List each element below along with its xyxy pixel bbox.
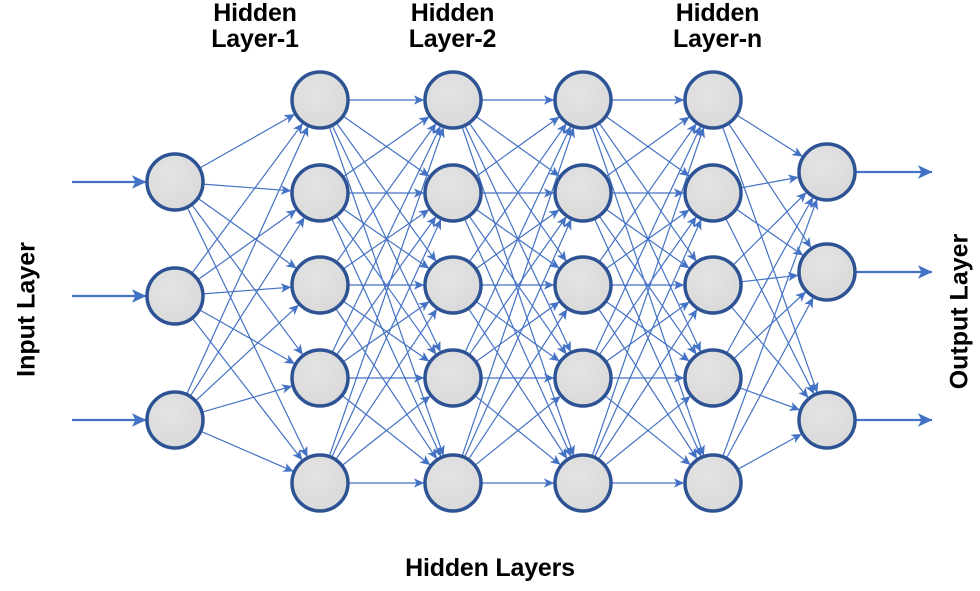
edge-hidden1-3-to-hidden2-1 <box>335 216 437 356</box>
neuron-hidden2-1 <box>423 70 483 130</box>
neuron-hidden1-4 <box>290 348 350 408</box>
edge-hiddenn-0-to-output-0 <box>736 114 803 158</box>
edge-hiddenn-3-to-output-0 <box>726 197 814 354</box>
edge-hiddenn-1-to-output-0 <box>740 174 799 189</box>
neuron-output-2 <box>797 242 857 302</box>
neuron-hidden3-5 <box>553 453 613 513</box>
neuron-output-1 <box>797 142 857 202</box>
edge-hiddenn-3-to-output-1 <box>733 291 807 360</box>
edge-hidden1-3-to-hidden2-0 <box>331 125 442 353</box>
neuron-hiddenn-1 <box>683 70 743 130</box>
neuron-hidden3-2 <box>553 163 613 223</box>
edge-hidden3-3-to-hiddenn-1 <box>598 216 697 356</box>
edge-hidden1-4-to-hidden2-3 <box>341 395 431 467</box>
edge-hidden1-4-to-hidden2-0 <box>328 127 445 457</box>
label-hidden-layer-n: Hidden Layer-n <box>673 0 762 53</box>
neuron-input-1 <box>145 152 205 212</box>
neuron-hiddenn-5 <box>683 453 743 513</box>
edge-hidden3-4-to-hiddenn-3 <box>604 395 691 466</box>
neuron-hidden1-3 <box>290 255 350 315</box>
neuron-hidden1-5 <box>290 453 350 513</box>
edge-input-1-to-hidden1-3 <box>199 309 296 365</box>
label-hidden-layer-2: Hidden Layer-2 <box>408 0 497 53</box>
label-hidden-layer-1: Hidden Layer-1 <box>211 0 299 53</box>
edge-hidden3-4-to-hiddenn-0 <box>591 127 705 457</box>
edge-hiddenn-0-to-output-1 <box>727 123 812 249</box>
edge-hidden1-1-to-hidden2-0 <box>342 116 430 178</box>
edge-hidden3-2-to-hiddenn-0 <box>598 123 697 263</box>
edge-hidden3-4-to-hiddenn-2 <box>597 308 698 460</box>
edge-hiddenn-4-to-output-2 <box>737 433 802 470</box>
edge-hidden1-4-to-hidden2-1 <box>331 219 442 458</box>
edge-input-1-to-hidden1-1 <box>197 209 297 281</box>
edge-input-0-to-hidden1-0 <box>199 113 296 169</box>
neuron-hiddenn-4 <box>683 348 743 408</box>
edge-hiddenn-1-to-output-2 <box>725 217 815 395</box>
neuron-hidden3-3 <box>553 255 613 315</box>
edge-input-0-to-hidden1-1 <box>202 183 292 195</box>
neuron-hidden2-4 <box>423 348 483 408</box>
neuron-hidden3-4 <box>553 348 613 408</box>
neuron-input-3 <box>145 390 205 450</box>
edge-input-2-to-hidden1-3 <box>201 384 293 413</box>
neuron-hidden2-3 <box>423 255 483 315</box>
edge-hidden3-4-to-hiddenn-1 <box>593 219 702 458</box>
neuron-hidden1-2 <box>290 163 350 223</box>
edge-input-2-to-hidden1-1 <box>189 217 305 397</box>
edge-hidden3-1-to-hiddenn-0 <box>605 116 690 178</box>
neuron-hidden1-1 <box>290 70 350 130</box>
label-output-layer: Output Layer <box>945 233 974 390</box>
edge-hiddenn-4-to-output-0 <box>722 199 818 457</box>
edge-input-2-to-hidden1-4 <box>200 430 294 472</box>
edge-hiddenn-2-to-output-2 <box>730 306 809 399</box>
label-hidden-layers-group: Hidden Layers <box>405 554 575 582</box>
neuron-hiddenn-3 <box>683 255 743 315</box>
edge-hidden2-4-to-hidden3-3 <box>474 395 561 466</box>
neuron-hidden3-1 <box>553 70 613 130</box>
edge-hiddenn-4-to-output-1 <box>725 297 814 459</box>
edge-hidden1-4-to-hidden2-2 <box>335 308 438 461</box>
edge-input-1-to-hidden1-2 <box>202 283 292 295</box>
neuron-hiddenn-2 <box>683 163 743 223</box>
edge-input-0-to-hidden1-3 <box>191 204 304 356</box>
edge-hidden1-3-to-hidden2-2 <box>342 301 430 363</box>
edge-hidden3-3-to-hiddenn-2 <box>605 301 690 363</box>
edge-hidden3-3-to-hiddenn-0 <box>594 126 702 353</box>
neuron-hidden2-2 <box>423 163 483 223</box>
edge-hidden2-3-to-hidden3-0 <box>464 126 572 353</box>
edge-hidden2-2-to-hidden3-0 <box>468 123 567 263</box>
edge-hiddenn-0-to-output-2 <box>721 126 819 393</box>
edge-hidden2-3-to-hidden3-1 <box>468 216 567 356</box>
edge-input-1-to-hidden1-0 <box>191 122 304 274</box>
edge-hiddenn-3-to-output-2 <box>739 387 801 411</box>
edge-input-0-to-hidden1-4 <box>186 206 308 458</box>
edge-input-2-to-hidden1-2 <box>195 304 300 402</box>
neuron-nodes <box>145 70 857 513</box>
neuron-input-2 <box>145 266 205 326</box>
edge-hiddenn-1-to-output-1 <box>735 208 804 256</box>
edge-hiddenn-2-to-output-0 <box>732 191 807 266</box>
io-arrows <box>72 165 933 427</box>
edge-hidden2-1-to-hidden3-0 <box>475 116 560 178</box>
edge-hidden2-4-to-hidden3-0 <box>461 127 575 457</box>
label-input-layer: Input Layer <box>12 242 41 377</box>
neuron-hidden2-5 <box>423 453 483 513</box>
connection-edges <box>186 95 819 488</box>
edge-hidden2-3-to-hidden3-2 <box>475 301 560 363</box>
edge-input-2-to-hidden1-0 <box>186 126 309 395</box>
neuron-output-3 <box>797 390 857 450</box>
edge-hidden1-2-to-hidden2-0 <box>335 123 437 263</box>
edge-hidden2-4-to-hidden3-2 <box>467 308 568 460</box>
edge-hidden2-4-to-hidden3-1 <box>463 219 572 458</box>
